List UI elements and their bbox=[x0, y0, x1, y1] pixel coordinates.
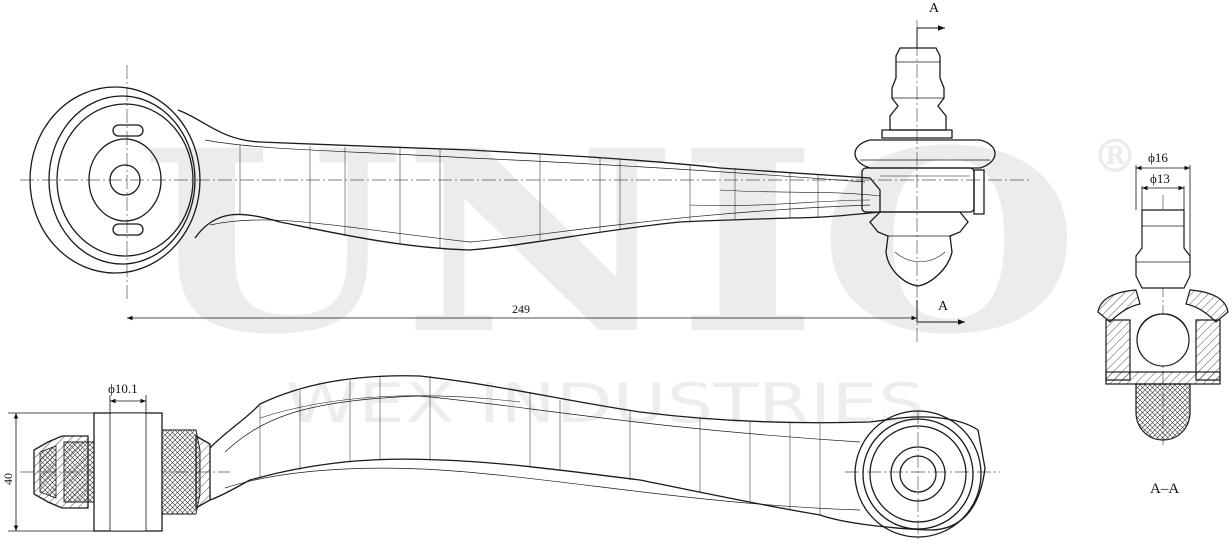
dimension-ball-inner: ϕ13 bbox=[1150, 171, 1170, 186]
section-title: A–A bbox=[1150, 481, 1179, 497]
arm-contours bbox=[239, 145, 819, 248]
dimension-bore bbox=[109, 395, 147, 413]
top-view bbox=[20, 20, 1030, 345]
dimension-height-label: 40 bbox=[1, 473, 15, 485]
dimension-bore-label: ϕ10.1 bbox=[108, 381, 138, 396]
section-dimensions bbox=[1135, 165, 1191, 256]
dimension-ball-outer: ϕ16 bbox=[1148, 150, 1168, 165]
ball-joint-top bbox=[854, 47, 996, 287]
watermark-brand: UNIO bbox=[140, 95, 1080, 389]
section-marker-bottom: A bbox=[938, 299, 949, 314]
watermark: UNIO ® WEX INDUSTRIES bbox=[140, 95, 1138, 435]
bushing-eye-top bbox=[29, 86, 201, 274]
arm-body-top bbox=[177, 109, 881, 251]
bushing-section bbox=[33, 412, 211, 532]
watermark-registered: ® bbox=[1092, 129, 1138, 183]
arm-body-side bbox=[209, 375, 986, 531]
side-view bbox=[8, 375, 1000, 540]
ball-joint-eye-side bbox=[854, 410, 982, 538]
dimension-height bbox=[8, 412, 94, 532]
arm-side-contours bbox=[259, 376, 821, 515]
dimension-length-label: 249 bbox=[512, 302, 530, 316]
watermark-subtitle: WEX INDUSTRIES bbox=[285, 372, 925, 435]
section-marker-top: A bbox=[929, 1, 940, 16]
section-a-a bbox=[1097, 165, 1229, 445]
